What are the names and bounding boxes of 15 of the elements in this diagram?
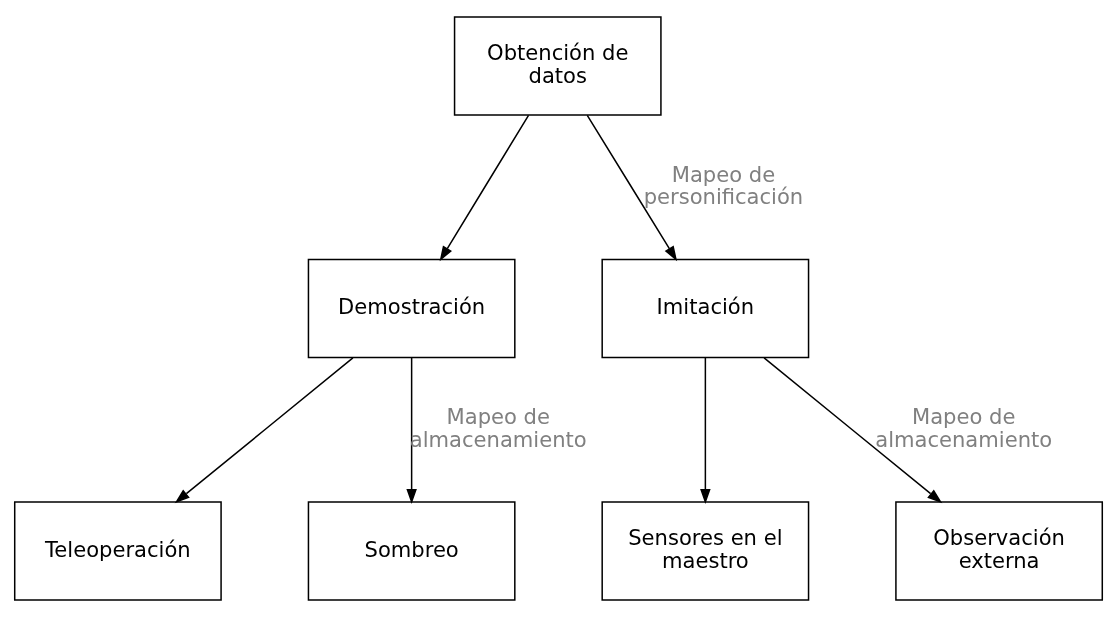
node-box: Imitación	[601, 258, 810, 359]
arrow	[174, 357, 354, 504]
node-box: Observación externa	[895, 501, 1104, 601]
node-box: Demostración	[307, 258, 516, 359]
arrow	[700, 357, 711, 504]
node-box: Sensores en el maestro	[601, 501, 810, 601]
arrow	[586, 114, 678, 262]
arrow	[763, 357, 943, 504]
arrow	[439, 114, 530, 262]
edge-label: Mapeo de personificación	[643, 161, 804, 210]
node-box: Obtención de datos	[453, 16, 662, 116]
node-box: Teleoperación	[13, 501, 222, 601]
node-box: Sombreo	[307, 501, 516, 601]
arrow	[406, 357, 417, 504]
edge-label: Mapeo de almacenamiento	[875, 404, 1053, 452]
